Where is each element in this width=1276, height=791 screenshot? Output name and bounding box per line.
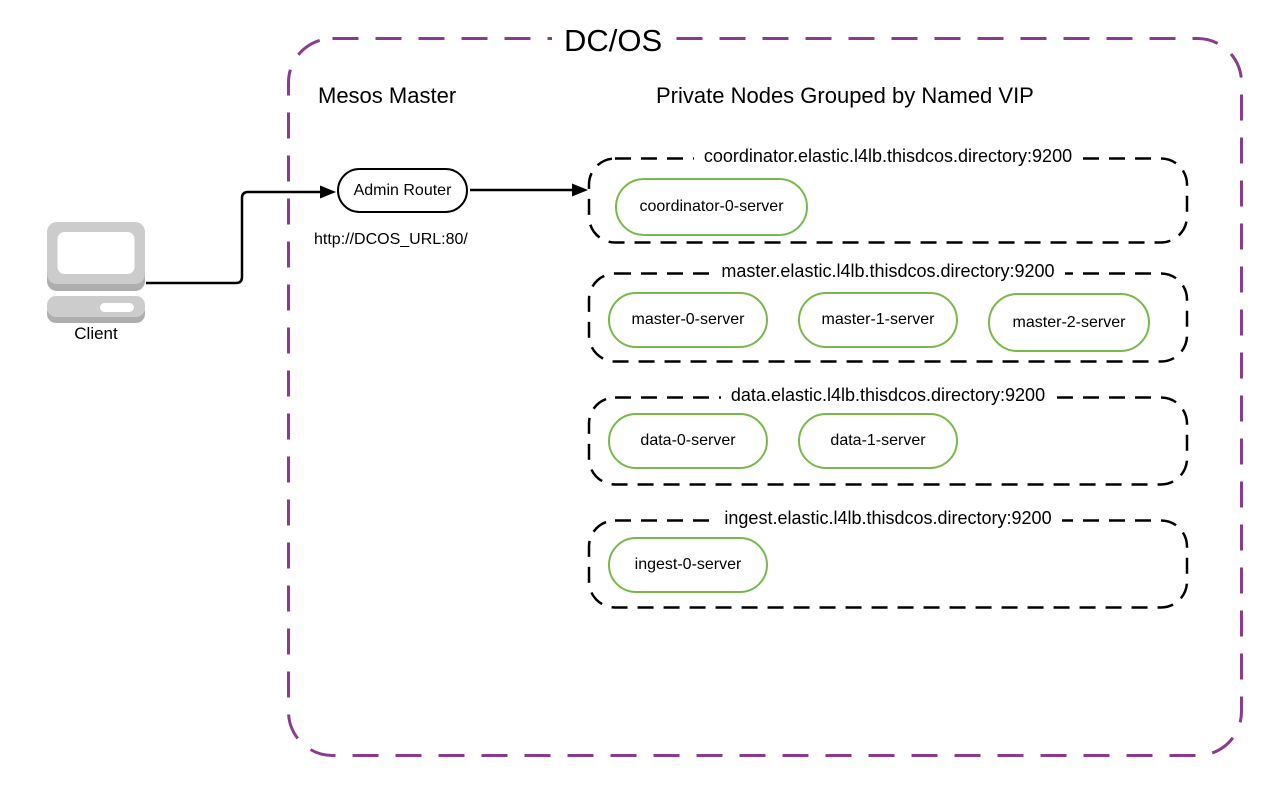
private-nodes-label: Private Nodes Grouped by Named VIP: [656, 83, 1034, 108]
server-node-master-0: master-0-server: [608, 292, 768, 348]
master-vip-label: master.elastic.l4lb.thisdcos.directory:9…: [711, 260, 1065, 282]
client-screen: [57, 232, 135, 274]
dcos-title: DC/OS: [552, 24, 675, 58]
server-node-coordinator-0: coordinator-0-server: [615, 178, 808, 236]
client-to-router-connector: [146, 190, 320, 285]
client-computer-icon: [47, 222, 145, 323]
data-vip-label: data.elastic.l4lb.thisdcos.directory:920…: [720, 384, 1056, 406]
server-node-master-2: master-2-server: [988, 293, 1150, 352]
server-node-data-0: data-0-server: [608, 413, 768, 469]
client-label: Client: [74, 324, 118, 343]
server-node-ingest-0: ingest-0-server: [608, 537, 768, 593]
server-node-data-1: data-1-server: [798, 413, 958, 469]
client-to-router-arrowhead-icon: [320, 185, 336, 199]
router-to-vip-arrowhead-icon: [572, 183, 588, 197]
coordinator-vip-label-row: coordinator.elastic.l4lb.thisdcos.direct…: [588, 145, 1188, 167]
admin-router-node: Admin Router: [337, 168, 468, 213]
mesos-master-label: Mesos Master: [318, 83, 457, 108]
dcos-boundary-box: [287, 37, 1243, 757]
client-keyboard-key: [100, 303, 134, 312]
coordinator-vip-label: coordinator.elastic.l4lb.thisdcos.direct…: [693, 145, 1083, 167]
ingest-vip-label-row: ingest.elastic.l4lb.thisdcos.directory:9…: [588, 507, 1188, 529]
ingest-vip-label: ingest.elastic.l4lb.thisdcos.directory:9…: [714, 507, 1062, 529]
master-vip-label-row: master.elastic.l4lb.thisdcos.directory:9…: [588, 260, 1188, 282]
server-node-master-1: master-1-server: [798, 292, 958, 348]
data-vip-label-row: data.elastic.l4lb.thisdcos.directory:920…: [588, 384, 1188, 406]
admin-router-url-label: http://DCOS_URL:80/: [314, 231, 468, 248]
